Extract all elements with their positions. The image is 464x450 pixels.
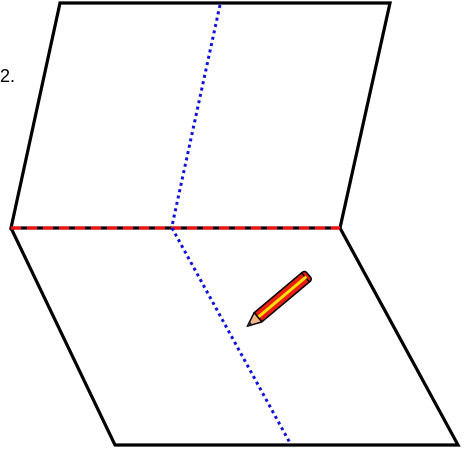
vertical-fold-line-bottom <box>170 227 292 444</box>
figure-number-label: 2. <box>0 66 16 86</box>
bottom-panel-outline <box>9 227 461 447</box>
top-panel-outline <box>9 1 392 230</box>
pencil-icon <box>246 270 312 328</box>
vertical-fold-line-top <box>170 4 222 227</box>
